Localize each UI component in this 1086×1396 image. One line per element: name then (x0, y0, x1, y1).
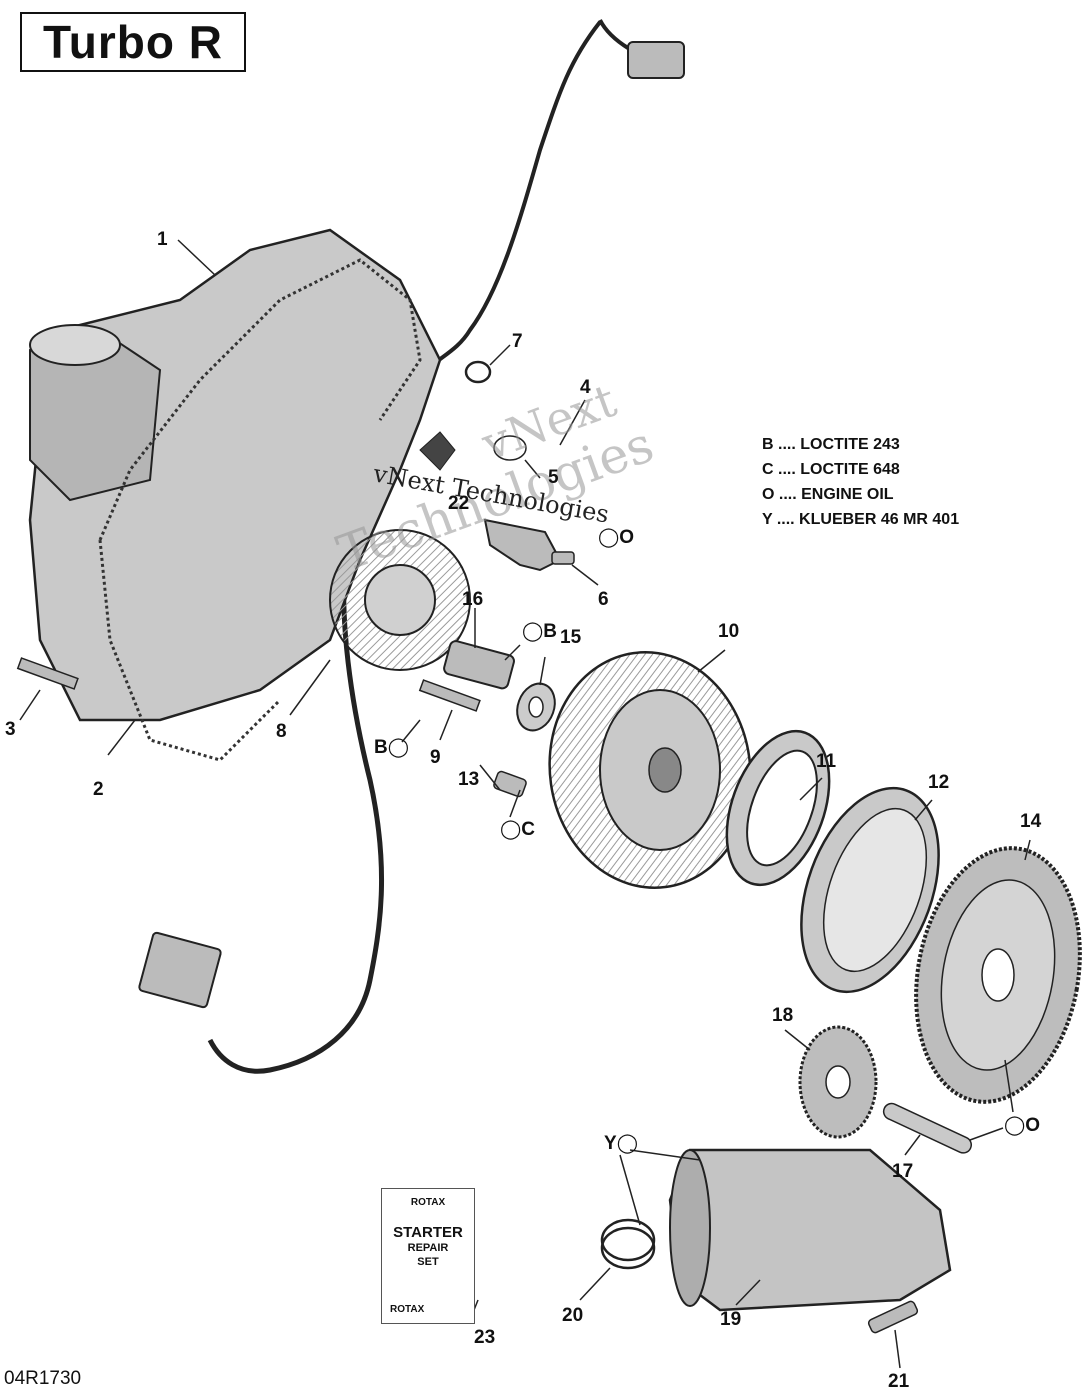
harness-connector-bottom (138, 931, 222, 1009)
bolt-21 (867, 1300, 919, 1334)
callout-1: 1 (157, 229, 168, 250)
bolt-3 (16, 657, 79, 690)
product-mark-loctite-243: ◯B (522, 622, 557, 641)
callout-18: 18 (772, 1005, 794, 1026)
product-letter: B (543, 621, 557, 642)
product-mark-klueber: Y◯ (604, 1134, 638, 1153)
callout-10: 10 (718, 621, 740, 642)
callout-14: 14 (1020, 811, 1042, 832)
callout-7: 7 (512, 331, 523, 352)
callout-5: 5 (548, 467, 559, 488)
product-mark-loctite-243: B◯ (374, 738, 409, 757)
material-legend: B .... LOCTITE 243 C .... LOCTITE 648 O … (762, 432, 959, 532)
starter-repair-set-card: ROTAX STARTER REPAIR SET ROTAX (381, 1188, 475, 1324)
kit-brand: ROTAX (410, 1197, 446, 1208)
droplet-icon: ◯ (1004, 1115, 1026, 1136)
pin-17 (882, 1102, 973, 1154)
callout-3: 3 (5, 719, 16, 740)
callout-9: 9 (430, 747, 441, 768)
callout-15: 15 (560, 627, 582, 648)
product-letter: C (521, 819, 535, 840)
product-mark-loctite-648: ◯C (500, 820, 535, 839)
droplet-icon: ◯ (616, 1133, 638, 1154)
droplet-icon: ◯ (598, 527, 620, 548)
callout-23: 23 (474, 1327, 496, 1348)
callout-20: 20 (562, 1305, 584, 1326)
legend-item: C .... LOCTITE 648 (762, 461, 900, 478)
diagram-code: 04R1730 (4, 1368, 82, 1389)
kit-line1: STARTER (393, 1224, 463, 1241)
callout-11: 11 (816, 751, 837, 772)
bolt-9 (418, 679, 481, 712)
callout-19: 19 (720, 1309, 742, 1330)
bracket-22 (483, 518, 562, 572)
kit-line3: SET (417, 1256, 439, 1268)
product-letter: Y (604, 1133, 617, 1154)
droplet-icon: ◯ (522, 621, 544, 642)
legend-item: B .... LOCTITE 243 (762, 436, 900, 453)
callout-4: 4 (580, 377, 591, 398)
cover-gasket (98, 258, 422, 762)
callout-8: 8 (276, 721, 287, 742)
callout-6: 6 (598, 589, 609, 610)
callout-13: 13 (458, 769, 480, 790)
product-mark-oil: ◯O (598, 528, 634, 547)
callout-2: 2 (93, 779, 104, 800)
kit-line2: REPAIR (407, 1242, 449, 1254)
droplet-icon: ◯ (387, 737, 409, 758)
callout-17: 17 (892, 1161, 914, 1182)
droplet-icon: ◯ (500, 819, 522, 840)
callout-12: 12 (928, 772, 950, 793)
clip-7 (464, 360, 492, 384)
legend-item: Y .... KLUEBER 46 MR 401 (762, 511, 960, 528)
bolt-16 (443, 640, 515, 690)
product-mark-oil: ◯O (1004, 1116, 1040, 1135)
kit-brand-bottom: ROTAX (390, 1304, 425, 1315)
o-ring-5 (493, 435, 527, 461)
product-letter: O (1025, 1115, 1041, 1136)
legend-item: O .... ENGINE OIL (762, 486, 894, 503)
callout-22: 22 (448, 493, 470, 514)
screw-13 (493, 770, 527, 798)
product-letter: B (374, 737, 388, 758)
callout-16: 16 (462, 589, 484, 610)
spring-20 (600, 1226, 656, 1270)
harness-connector-top (627, 41, 685, 79)
screw-6 (551, 551, 575, 565)
product-letter: O (619, 527, 635, 548)
callout-21: 21 (888, 1371, 910, 1392)
diagram-title: Turbo R (20, 12, 246, 72)
leader-lines (19, 239, 1031, 1369)
